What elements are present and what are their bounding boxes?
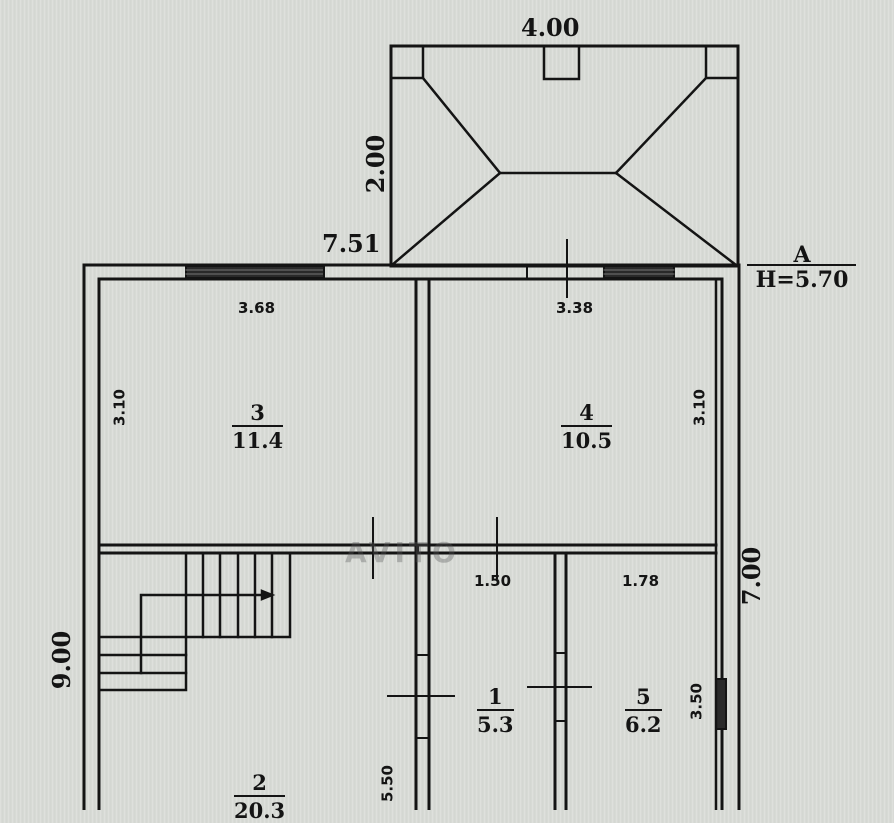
level-marker-height: H=5.70 [755, 267, 849, 293]
room-3-number: 3 [232, 402, 284, 427]
room-5-height: 3.50 [687, 683, 706, 721]
room-2-label: 2 20.3 [234, 772, 286, 823]
room-5-number: 5 [625, 686, 662, 711]
room-4-number: 4 [561, 402, 613, 427]
room-3-area: 11.4 [232, 428, 284, 453]
interior-walls [97, 277, 718, 810]
room-2-area: 20.3 [234, 798, 286, 823]
windows [185, 265, 727, 730]
room-1-label: 1 5.3 [477, 686, 514, 735]
room-3-label: 3 11.4 [232, 402, 284, 453]
left-total-label: 9.00 [47, 630, 76, 690]
room-3-height: 3.10 [110, 389, 129, 427]
porch-outline [389, 44, 740, 298]
level-marker-letter: A [793, 242, 811, 268]
room-5-label: 5 6.2 [625, 686, 662, 735]
porch-depth-label: 2.00 [361, 134, 390, 194]
room-2-number: 2 [234, 772, 286, 797]
room-4-area: 10.5 [561, 428, 613, 453]
room-2-height: 5.50 [378, 765, 397, 803]
room-4-label: 4 10.5 [561, 402, 613, 453]
room-5-area: 6.2 [625, 712, 662, 737]
staircase [97, 551, 292, 692]
room-4-height: 3.10 [690, 389, 709, 427]
room-4-width: 3.38 [556, 299, 594, 317]
room-1-number: 1 [477, 686, 514, 711]
porch-offset-label: 7.51 [322, 229, 381, 258]
room-1-area: 5.3 [477, 712, 514, 737]
door-marks [372, 517, 592, 739]
right-total-label: 7.00 [737, 546, 766, 606]
room-1-width: 1.50 [474, 572, 512, 590]
room-5-width: 1.78 [622, 572, 660, 590]
level-marker: A H=5.70 [746, 244, 858, 291]
porch-width-label: 4.00 [521, 13, 580, 42]
room-3-width: 3.68 [238, 299, 276, 317]
watermark: AVITO [345, 536, 460, 569]
